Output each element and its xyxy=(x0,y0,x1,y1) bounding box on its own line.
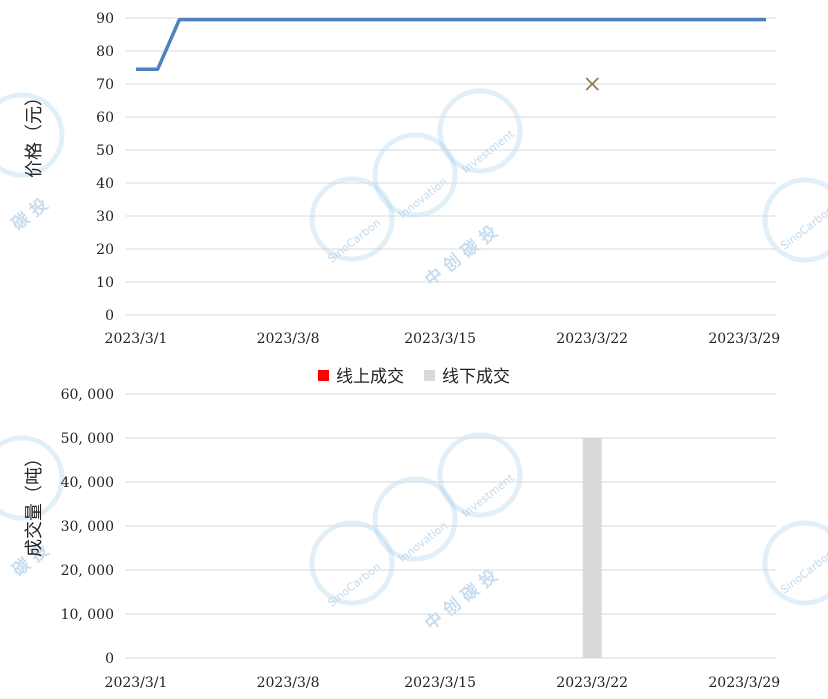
price-x-tick-label: 2023/3/1 xyxy=(105,331,168,347)
price-y-tick-label: 10 xyxy=(96,275,114,291)
watermark-chinese: 中 创 碳 投 xyxy=(421,221,502,290)
price-x-tick-labels: 2023/3/1 2023/3/8 2023/3/15 2023/3/22 2023/3… xyxy=(105,331,781,347)
watermark-ring xyxy=(437,88,523,174)
watermark-ring xyxy=(762,520,828,606)
price-y-tick-label: 30 xyxy=(96,209,114,225)
volume-gridlines xyxy=(126,393,776,659)
volume-bar xyxy=(582,438,602,658)
price-y-tick-label: 40 xyxy=(96,176,114,192)
legend-label: 线下成交 xyxy=(442,367,510,387)
volume-x-tick-label: 2023/3/15 xyxy=(404,675,476,691)
watermark-brand: SinoCarbon xyxy=(778,547,828,596)
price-gridlines xyxy=(126,17,776,316)
volume-y-tick-label: 0 xyxy=(105,651,114,667)
volume-legend: 线上成交 线下成交 xyxy=(318,367,510,387)
volume-y-tick-label: 20, 000 xyxy=(61,563,114,579)
volume-y-tick-label: 60, 000 xyxy=(61,387,114,403)
watermark-ring xyxy=(309,176,395,262)
volume-y-tick-labels: 0 10, 000 20, 000 30, 000 40, 000 50, 000 60, … xyxy=(61,387,114,667)
price-y-tick-label: 50 xyxy=(96,143,114,159)
price-y-tick-labels: 0 10 20 30 40 50 60 70 80 90 xyxy=(96,11,114,324)
price-x-tick-label: 2023/3/29 xyxy=(708,331,780,347)
price-y-tick-label: 90 xyxy=(96,11,114,27)
watermark-ring xyxy=(762,177,828,263)
volume-x-tick-label: 2023/3/22 xyxy=(556,675,628,691)
legend-label: 线上成交 xyxy=(336,367,404,387)
watermark-brand: SinoCarbon xyxy=(778,203,828,252)
volume-y-axis-label: 成交量（吨） xyxy=(24,449,45,557)
watermark-ring xyxy=(0,435,65,521)
price-y-tick-label: 20 xyxy=(96,242,114,258)
volume-y-tick-label: 10, 000 xyxy=(61,607,114,623)
volume-x-tick-label: 2023/3/1 xyxy=(105,675,168,691)
legend-item: 线上成交 xyxy=(318,367,404,387)
legend-swatch xyxy=(424,370,435,381)
volume-y-tick-label: 40, 000 xyxy=(61,475,114,491)
watermark-chinese: 碳 投 xyxy=(8,194,52,235)
price-y-tick-label: 80 xyxy=(96,44,114,60)
price-y-axis-label: 价格（元） xyxy=(24,88,45,178)
volume-bars-layer xyxy=(582,438,602,658)
volume-x-tick-label: 2023/3/8 xyxy=(257,675,320,691)
volume-chart: 0 10, 000 20, 000 30, 000 40, 000 50, 000 60, … xyxy=(24,387,780,691)
price-series-layer xyxy=(136,17,766,91)
price-line xyxy=(136,17,766,71)
watermark-edges: SinoCarbon SinoCarbon 碳 投 碳 投 xyxy=(0,92,828,606)
volume-x-tick-labels: 2023/3/1 2023/3/8 2023/3/15 2023/3/22 2023/3… xyxy=(105,675,781,691)
price-y-tick-label: 0 xyxy=(105,308,114,324)
price-x-tick-label: 2023/3/8 xyxy=(257,331,320,347)
price-x-tick-label: 2023/3/22 xyxy=(556,331,628,347)
watermark-ring xyxy=(0,92,65,178)
legend-swatch xyxy=(318,370,329,381)
volume-y-tick-label: 30, 000 xyxy=(61,519,114,535)
price-x-tick-label: 2023/3/15 xyxy=(404,331,476,347)
watermark-ring xyxy=(372,132,458,218)
price-y-tick-label: 60 xyxy=(96,110,114,126)
watermark-ring xyxy=(437,432,523,518)
price-x-marker xyxy=(585,77,599,91)
price-y-tick-label: 70 xyxy=(96,77,114,93)
legend-item: 线下成交 xyxy=(424,367,510,387)
watermark-chinese: 中 创 碳 投 xyxy=(421,565,502,634)
volume-x-tick-label: 2023/3/29 xyxy=(708,675,780,691)
watermark-top: SinoCarbon Innovation Investment 中 创 碳 投 xyxy=(309,88,523,291)
watermark-layer: SinoCarbon Innovation Investment 中 创 碳 投… xyxy=(0,88,828,635)
watermark-ring xyxy=(309,520,395,606)
watermark-ring xyxy=(372,476,458,562)
volume-y-tick-label: 50, 000 xyxy=(61,431,114,447)
watermark-bottom: SinoCarbon Innovation Investment 中 创 碳 投 xyxy=(309,432,523,635)
